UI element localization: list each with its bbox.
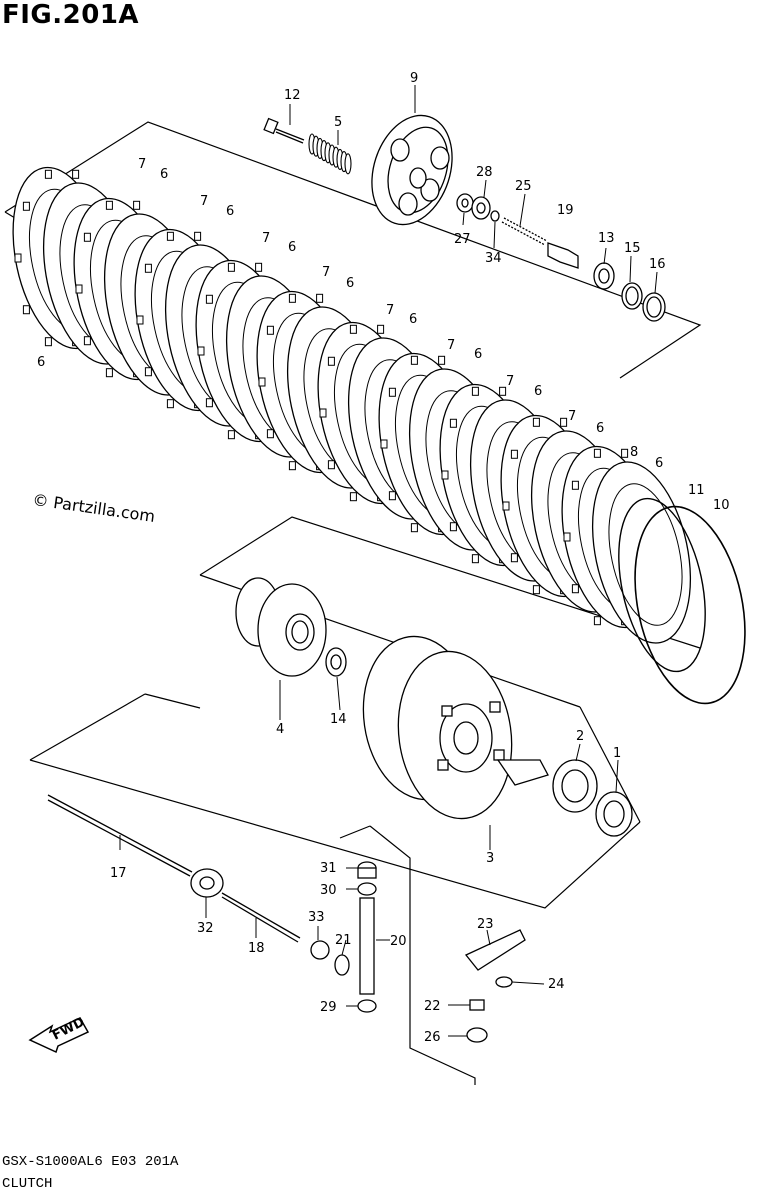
clutch-release-shaft bbox=[334, 861, 526, 1043]
clutch-sleeve-hub bbox=[235, 577, 347, 677]
callout-21: 21 bbox=[335, 933, 352, 948]
callout-13: 13 bbox=[598, 231, 615, 246]
section-name: CLUTCH bbox=[2, 1176, 53, 1192]
callout-29: 29 bbox=[320, 1000, 337, 1015]
callout-10: 10 bbox=[713, 498, 730, 513]
callout-labels: 12 5 9 28 27 34 25 19 13 15 16 8 11 10 4… bbox=[37, 71, 730, 1045]
callout-12: 12 bbox=[284, 88, 301, 103]
callout-23: 23 bbox=[477, 917, 494, 932]
primary-driven-gear bbox=[362, 635, 633, 837]
callout-7: 7 bbox=[386, 303, 394, 318]
callout-19: 19 bbox=[557, 203, 574, 218]
callout-33: 33 bbox=[308, 910, 325, 925]
seat-ring bbox=[634, 505, 746, 705]
release-parts bbox=[456, 193, 666, 322]
callout-6: 6 bbox=[409, 312, 417, 327]
callout-7: 7 bbox=[262, 231, 270, 246]
callout-7: 7 bbox=[506, 374, 514, 389]
callout-26: 26 bbox=[424, 1030, 441, 1045]
callout-7: 7 bbox=[447, 338, 455, 353]
callout-6: 6 bbox=[37, 355, 45, 370]
figure-title: FIG.201A bbox=[2, 0, 140, 30]
callout-9: 9 bbox=[410, 71, 418, 86]
callout-1: 1 bbox=[613, 746, 621, 761]
callout-7: 7 bbox=[138, 157, 146, 172]
callout-7: 7 bbox=[200, 194, 208, 209]
callout-28: 28 bbox=[476, 165, 493, 180]
forward-arrow-icon: FWD bbox=[28, 1015, 90, 1054]
callout-6: 6 bbox=[288, 240, 296, 255]
callout-18: 18 bbox=[248, 941, 265, 956]
callout-11: 11 bbox=[688, 483, 705, 498]
callout-32: 32 bbox=[197, 921, 214, 936]
callout-6: 6 bbox=[655, 456, 663, 471]
callout-27: 27 bbox=[454, 232, 471, 247]
callout-6: 6 bbox=[346, 276, 354, 291]
pressure-plate bbox=[371, 114, 453, 226]
callout-17: 17 bbox=[110, 866, 127, 881]
callout-30: 30 bbox=[320, 883, 337, 898]
callout-31: 31 bbox=[320, 861, 337, 876]
pushrod-assembly bbox=[47, 794, 330, 960]
wire-ring bbox=[618, 497, 706, 673]
callout-25: 25 bbox=[515, 179, 532, 194]
callout-2: 2 bbox=[576, 729, 584, 744]
callout-16: 16 bbox=[649, 257, 666, 272]
callout-22: 22 bbox=[424, 999, 441, 1014]
callout-6: 6 bbox=[474, 347, 482, 362]
model-code: GSX-S1000AL6 E03 201A bbox=[2, 1154, 179, 1170]
callout-20: 20 bbox=[390, 934, 407, 949]
group-frame-shift bbox=[339, 825, 476, 1085]
clutch-spring-bolt bbox=[263, 117, 305, 144]
callout-7: 7 bbox=[322, 265, 330, 280]
callout-3: 3 bbox=[486, 851, 494, 866]
callout-6: 6 bbox=[160, 167, 168, 182]
callout-14: 14 bbox=[330, 712, 347, 727]
clutch-plate-stack bbox=[12, 166, 746, 705]
callout-5: 5 bbox=[334, 115, 342, 130]
leader-lines bbox=[119, 85, 658, 1037]
callout-34: 34 bbox=[485, 251, 502, 266]
callout-7: 7 bbox=[568, 409, 576, 424]
callout-24: 24 bbox=[548, 977, 565, 992]
callout-15: 15 bbox=[624, 241, 641, 256]
callout-6: 6 bbox=[596, 421, 604, 436]
callout-4: 4 bbox=[276, 722, 284, 737]
callout-8: 8 bbox=[630, 445, 638, 460]
group-frame-hub bbox=[29, 516, 701, 909]
callout-6: 6 bbox=[534, 384, 542, 399]
clutch-spring bbox=[308, 133, 352, 175]
callout-6: 6 bbox=[226, 204, 234, 219]
